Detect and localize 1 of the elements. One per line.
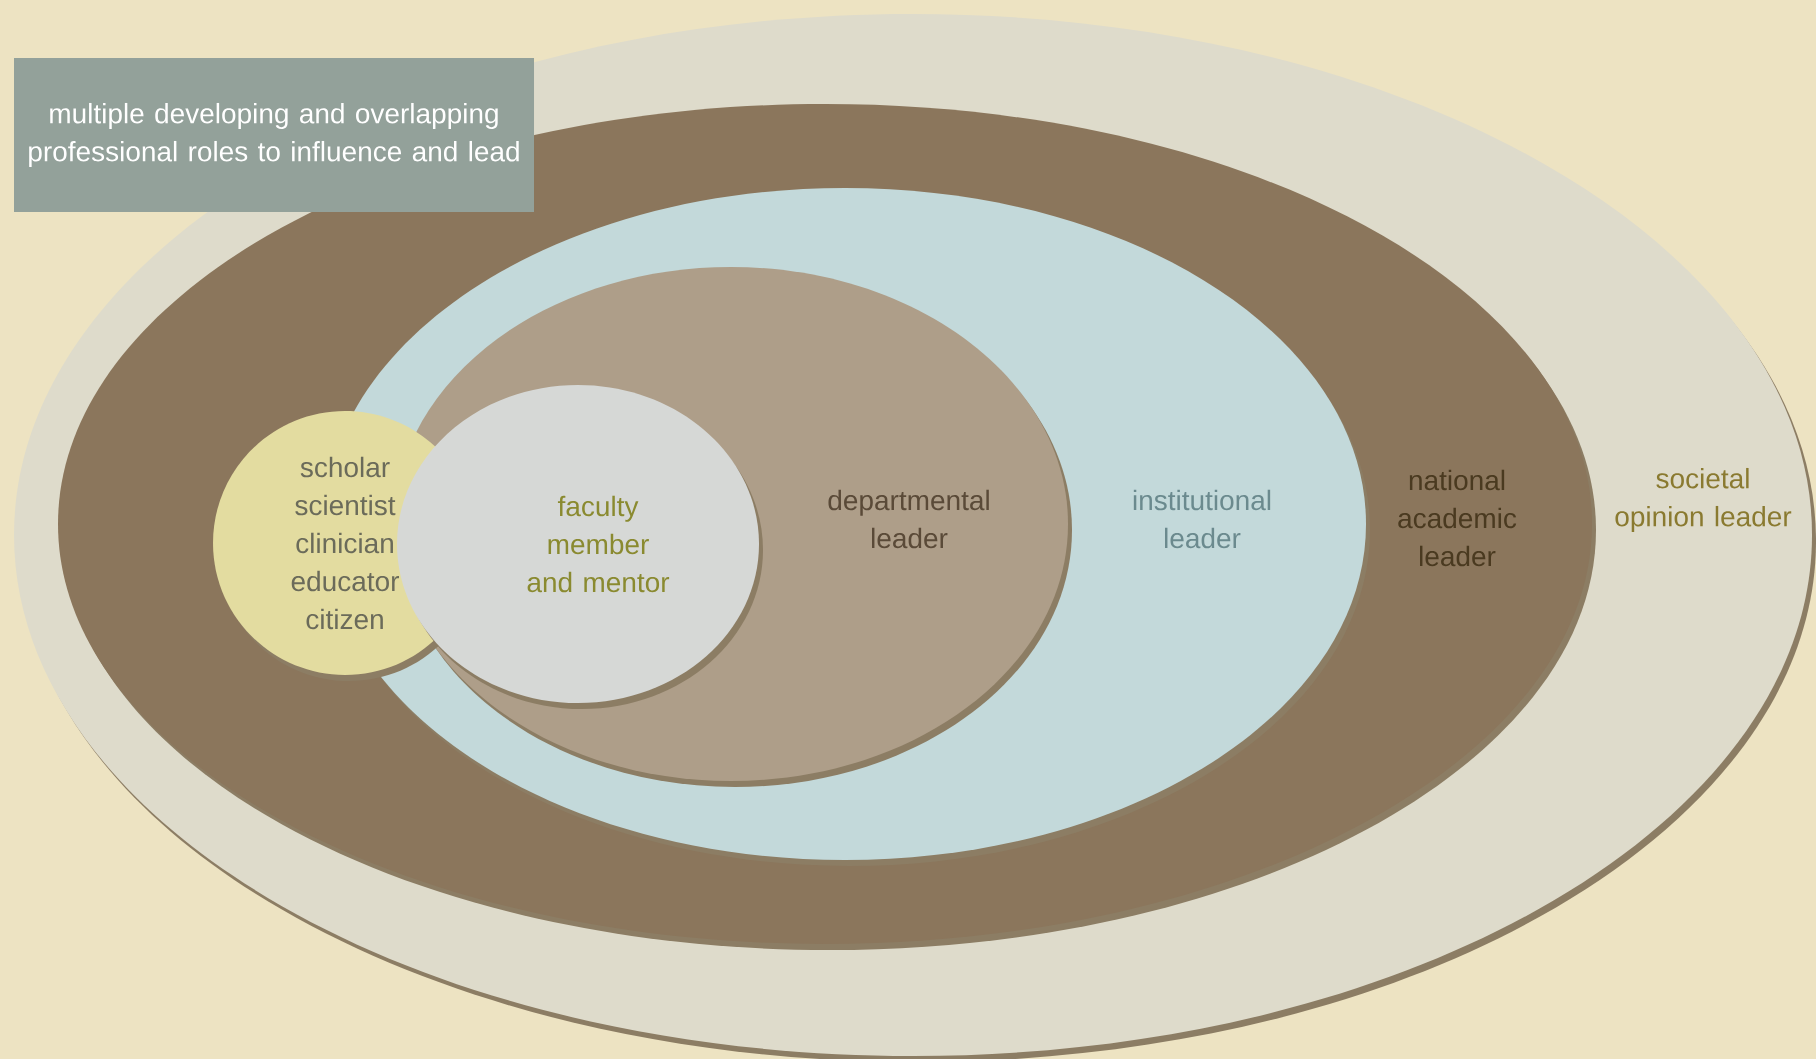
title-box: multiple developing and overlapping professional roles to influence and lead [14, 58, 534, 212]
